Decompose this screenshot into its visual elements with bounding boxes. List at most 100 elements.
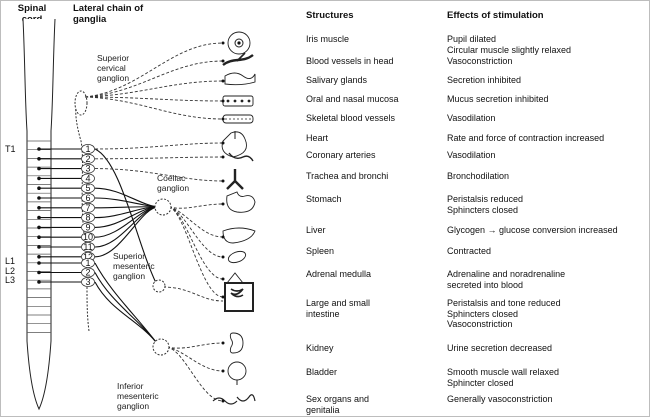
- lumbar-segment-number: 1: [85, 258, 90, 268]
- inferior-mesenteric-label: Inferior: [117, 381, 144, 391]
- structure-cell: Iris muscle: [306, 34, 349, 45]
- effect-text: Sphincter closed: [447, 377, 514, 388]
- spleen-icon: [221, 250, 247, 264]
- inferior-mesenteric-label: ganglion: [117, 401, 149, 411]
- thoracic-ganglion: [81, 212, 95, 223]
- coronary-artery-icon: [221, 152, 254, 162]
- structure-text: Adrenal medulla: [306, 269, 372, 279]
- postganglionic-fiber-head: [84, 42, 224, 98]
- thoracic-segment-number: 10: [83, 232, 93, 242]
- structure-text: Large and small: [306, 298, 371, 308]
- fiber-terminal: [221, 141, 225, 145]
- lumbar-segment-number: 2: [85, 268, 90, 278]
- thoracic-segment-number: 6: [85, 193, 90, 203]
- effect-cell: Bronchodilation: [447, 171, 509, 182]
- diagram-labels: SuperiorcervicalganglionCoeliacganglionS…: [97, 53, 189, 411]
- thoracic-ganglion: [81, 222, 95, 233]
- thoracic-ganglion: [81, 241, 95, 252]
- prevertebral-ganglia: [152, 198, 172, 356]
- cord-marker-label: T1: [5, 144, 16, 154]
- postganglionic-fiber-head: [84, 80, 224, 98]
- structure-cell: Stomach: [306, 194, 342, 205]
- structure-text: Heart: [306, 133, 329, 143]
- structure-cell: Bladder: [306, 367, 337, 378]
- fiber-terminal: [221, 295, 225, 299]
- effect-text: Contracted: [447, 246, 492, 256]
- fiber-terminal: [221, 341, 225, 345]
- fiber-terminal: [221, 79, 225, 83]
- cord-marker-label: L1: [5, 256, 15, 266]
- stomach-icon: [221, 191, 256, 213]
- superior-mesenteric-label: ganglion: [113, 271, 145, 281]
- superior-cervical-ganglion: [74, 90, 88, 116]
- structure-text: Salivary glands: [306, 75, 368, 85]
- effect-text: Peristalsis reduced: [447, 194, 524, 204]
- effect-cell: Mucus secretion inhibited: [447, 94, 549, 105]
- structure-cell: Oral and nasal mucosa: [306, 94, 399, 105]
- effect-text: Smooth muscle wall relaxed: [447, 367, 560, 377]
- effect-text: Mucus secretion inhibited: [447, 94, 549, 104]
- structure-cell: Trachea and bronchi: [306, 171, 388, 182]
- postganglionic-fiber-abdomen: [168, 206, 224, 298]
- structure-text: Sex organs and: [306, 394, 370, 404]
- genitalia-icon: [212, 394, 256, 405]
- postganglionic-fiber-pelvis: [166, 346, 224, 372]
- structure-cell: Heart: [306, 133, 328, 144]
- effect-text: Bronchodilation: [447, 171, 510, 181]
- thoracic-ganglion: [81, 192, 95, 203]
- structure-text: Blood vessels in head: [306, 56, 394, 66]
- fiber-terminal: [221, 277, 225, 281]
- fiber-terminal: [221, 235, 225, 239]
- postganglionic-fiber-thorax: [94, 142, 224, 150]
- fiber-terminal: [221, 399, 225, 403]
- postganglionic-fiber-head: [84, 96, 224, 120]
- coeliac-ganglion: [154, 198, 172, 216]
- structure-text: Trachea and bronchi: [306, 171, 389, 181]
- effect-cell: Urine secretion decreased: [447, 343, 552, 354]
- effect-text: Urine secretion decreased: [447, 343, 553, 353]
- effect-cell: Contracted: [447, 246, 491, 257]
- head-vessels-icon: [221, 52, 254, 66]
- structure-cell: Coronary arteries: [306, 150, 376, 161]
- header-structures: Structures: [306, 10, 354, 21]
- fiber-terminal: [221, 155, 225, 159]
- superior-cervical-label: cervical: [97, 63, 126, 73]
- structure-text: Spleen: [306, 246, 335, 256]
- effect-text: Glycogen → glucose conversion increased: [447, 225, 618, 235]
- structure-text: intestine: [306, 308, 340, 319]
- fiber-terminal: [221, 59, 225, 63]
- effect-text: Peristalsis and tone reduced: [447, 298, 561, 308]
- effect-text: Vasodilation: [447, 150, 496, 160]
- thoracic-segment-number: 4: [85, 173, 90, 183]
- nerve-fibers: [37, 42, 224, 402]
- structure-cell: Spleen: [306, 246, 334, 257]
- effect-text: Generally vasoconstriction: [447, 394, 553, 404]
- structure-cell: Adrenal medulla: [306, 269, 371, 280]
- heart-icon: [221, 131, 247, 158]
- postganglionic-fiber-head: [84, 96, 224, 102]
- liver-icon: [221, 227, 256, 244]
- thoracic-segment-number: 1: [85, 144, 90, 154]
- superior-mesenteric-label: mesenteric: [113, 261, 155, 271]
- effect-text: Vasodilation: [447, 113, 496, 123]
- thoracic-segment-number: 5: [85, 183, 90, 193]
- thoracic-segment-number: 8: [85, 213, 90, 223]
- effect-text: Adrenaline and noradrenaline: [447, 269, 566, 279]
- effect-text: Circular muscle slightly relaxed: [447, 44, 572, 55]
- thoracic-segment-number: 11: [83, 242, 92, 252]
- inferior-mesenteric-ganglion: [152, 338, 170, 356]
- lumbar-ganglion: [81, 276, 95, 287]
- lumbar-segment-number: 3: [85, 277, 90, 287]
- effect-cell: Vasoconstriction: [447, 56, 512, 67]
- lumbar-splanchnic-fiber: [94, 281, 160, 347]
- thoracic-ganglion: [81, 232, 95, 243]
- effect-cell: Glycogen → glucose conversion increased: [447, 225, 618, 236]
- thoracic-ganglion: [81, 183, 95, 194]
- structure-cell: Salivary glands: [306, 75, 367, 86]
- thoracic-ganglion: [81, 153, 95, 164]
- organ-icons: [212, 31, 256, 405]
- splanchnic-fiber: [94, 206, 160, 238]
- effect-cell: Rate and force of contraction increased: [447, 133, 604, 144]
